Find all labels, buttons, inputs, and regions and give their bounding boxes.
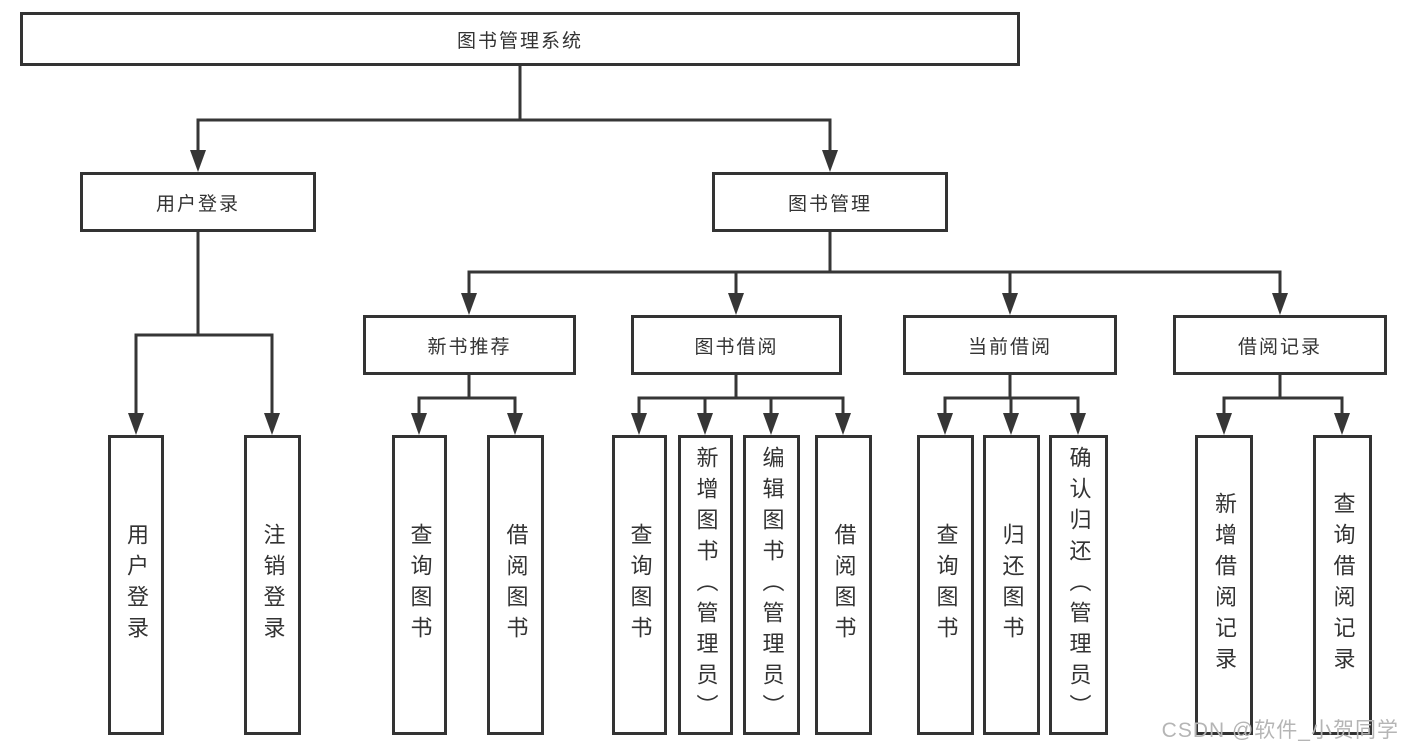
node-user-login: 用户登录 [80,172,316,232]
leaf-borrow-books: 借阅图书 [815,435,872,735]
node-root: 图书管理系统 [20,12,1020,66]
leaf-user-login: 用户登录 [108,435,164,735]
arrowhead-icon [411,413,427,435]
arrowhead-icon [1334,413,1350,435]
arrowhead-icon [937,413,953,435]
arrowhead-icon [264,413,280,435]
node-book-management-label: 图书管理 [787,193,872,215]
arrowhead-icon [835,413,851,435]
arrowhead-icon [728,293,744,315]
leaf-logout: 注销登录 [244,435,301,735]
leaf-borrow-books-label: 借阅图书 [831,523,857,647]
leaf-current-query-books-label: 查询图书 [933,523,959,647]
leaf-user-login-label: 用户登录 [124,523,149,647]
node-borrow-records: 借阅记录 [1173,315,1387,375]
leaf-add-borrow-record-label: 新增借阅记录 [1212,492,1237,678]
arrowhead-icon [1272,293,1288,315]
leaf-add-books-admin-label: 新增图书（管理员） [693,445,719,725]
arrowhead-icon [822,150,838,172]
leaf-logout-label: 注销登录 [260,523,286,647]
arrowhead-icon [697,413,713,435]
leaf-return-books-label: 归还图书 [999,523,1025,647]
leaf-return-books: 归还图书 [983,435,1040,735]
leaf-rec-query-books: 查询图书 [392,435,447,735]
leaf-query-borrow-record: 查询借阅记录 [1313,435,1372,735]
node-borrow-records-label: 借阅记录 [1237,336,1322,358]
watermark: CSDN @软件_小贺同学 [1161,719,1399,742]
arrowhead-icon [1003,413,1019,435]
node-root-label: 图书管理系统 [456,30,583,52]
leaf-confirm-return-admin-label: 确认归还（管理员） [1066,445,1092,725]
leaf-edit-books-admin-label: 编辑图书（管理员） [759,445,785,725]
arrowhead-icon [190,150,206,172]
node-book-management: 图书管理 [712,172,948,232]
arrowhead-icon [461,293,477,315]
leaf-edit-books-admin: 编辑图书（管理员） [743,435,800,735]
leaf-current-query-books: 查询图书 [917,435,974,735]
node-book-borrow-label: 图书借阅 [694,336,779,358]
leaf-add-borrow-record: 新增借阅记录 [1195,435,1253,735]
leaf-rec-borrow-books-label: 借阅图书 [503,523,529,647]
arrowhead-icon [128,413,144,435]
arrowhead-icon [507,413,523,435]
leaf-query-borrow-record-label: 查询借阅记录 [1330,492,1356,678]
arrowhead-icon [1002,293,1018,315]
leaf-add-books-admin: 新增图书（管理员） [678,435,733,735]
arrowhead-icon [1216,413,1232,435]
leaf-borrow-query-books: 查询图书 [612,435,667,735]
node-user-login-label: 用户登录 [155,193,240,215]
arrowhead-icon [763,413,779,435]
node-current-borrow-label: 当前借阅 [967,336,1052,358]
leaf-rec-query-books-label: 查询图书 [407,523,433,647]
arrowhead-icon [1070,413,1086,435]
node-current-borrow: 当前借阅 [903,315,1117,375]
node-new-book-recommend-label: 新书推荐 [427,336,512,358]
leaf-confirm-return-admin: 确认归还（管理员） [1049,435,1108,735]
node-book-borrow: 图书借阅 [631,315,842,375]
leaf-rec-borrow-books: 借阅图书 [487,435,544,735]
leaf-borrow-query-books-label: 查询图书 [627,523,653,647]
arrowhead-icon [631,413,647,435]
node-new-book-recommend: 新书推荐 [363,315,576,375]
